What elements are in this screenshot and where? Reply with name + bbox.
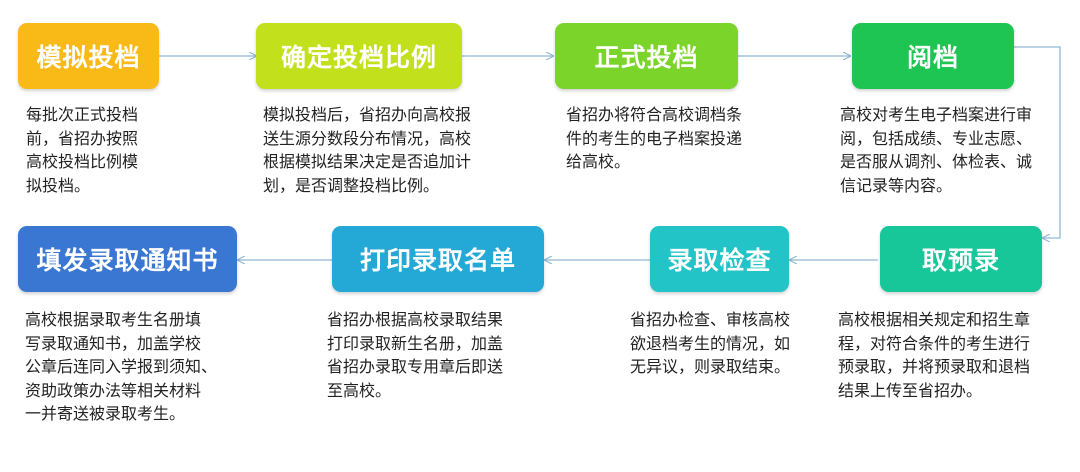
step-desc: 每批次正式投档 前，省招办按照 高校投档比例模 拟投档。 xyxy=(26,105,139,195)
step-box-s4: 阅档 xyxy=(852,23,1014,89)
step-desc: 高校根据录取考生名册填 写录取通知书，加盖学校 公章后连同入学报到须知、 资助政… xyxy=(25,310,218,423)
step-box-s8: 填发录取通知书 xyxy=(18,226,237,292)
step-desc: 省招办将符合高校调档条 件的考生的电子档案投递 给高校。 xyxy=(566,105,743,171)
step-box-s2: 确定投档比例 xyxy=(256,23,462,89)
step-title: 取预录 xyxy=(921,246,1000,275)
step-desc: 高校根据相关规定和招生章 程，对符合条件的考生进行 预录取，并将预录取和退档 结… xyxy=(838,310,1031,400)
step-desc: 高校对考生电子档案进行审 阅，包括成绩、专业志愿、 是否服从调剂、体检表、诚 信… xyxy=(840,105,1033,195)
step-box-s7: 打印录取名单 xyxy=(332,226,544,292)
step-title: 录取检查 xyxy=(667,246,772,275)
step-box-s1: 模拟投档 xyxy=(18,23,159,89)
step-desc: 模拟投档后，省招办向高校报 送生源分数段分布情况，高校 根据模拟结果决定是否追加… xyxy=(263,105,472,195)
step-title: 阅档 xyxy=(906,43,959,72)
step-box-s5: 取预录 xyxy=(880,226,1042,292)
step-title: 打印录取名单 xyxy=(359,246,516,275)
step-title: 填发录取通知书 xyxy=(36,246,219,275)
step-title: 正式投档 xyxy=(594,43,699,72)
step-title: 模拟投档 xyxy=(36,43,141,72)
step-desc: 省招办检查、审核高校 欲退档考生的情况，如 无异议，则录取结束。 xyxy=(630,310,791,376)
step-desc: 省招办根据高校录取结果 打印录取新生名册，加盖 省招办录取专用章后即送 至高校。 xyxy=(327,310,504,400)
step-title: 确定投档比例 xyxy=(280,43,437,72)
step-box-s6: 录取检查 xyxy=(650,226,789,292)
step-box-s3: 正式投档 xyxy=(555,23,738,89)
arrow-4-5 xyxy=(1014,46,1061,238)
